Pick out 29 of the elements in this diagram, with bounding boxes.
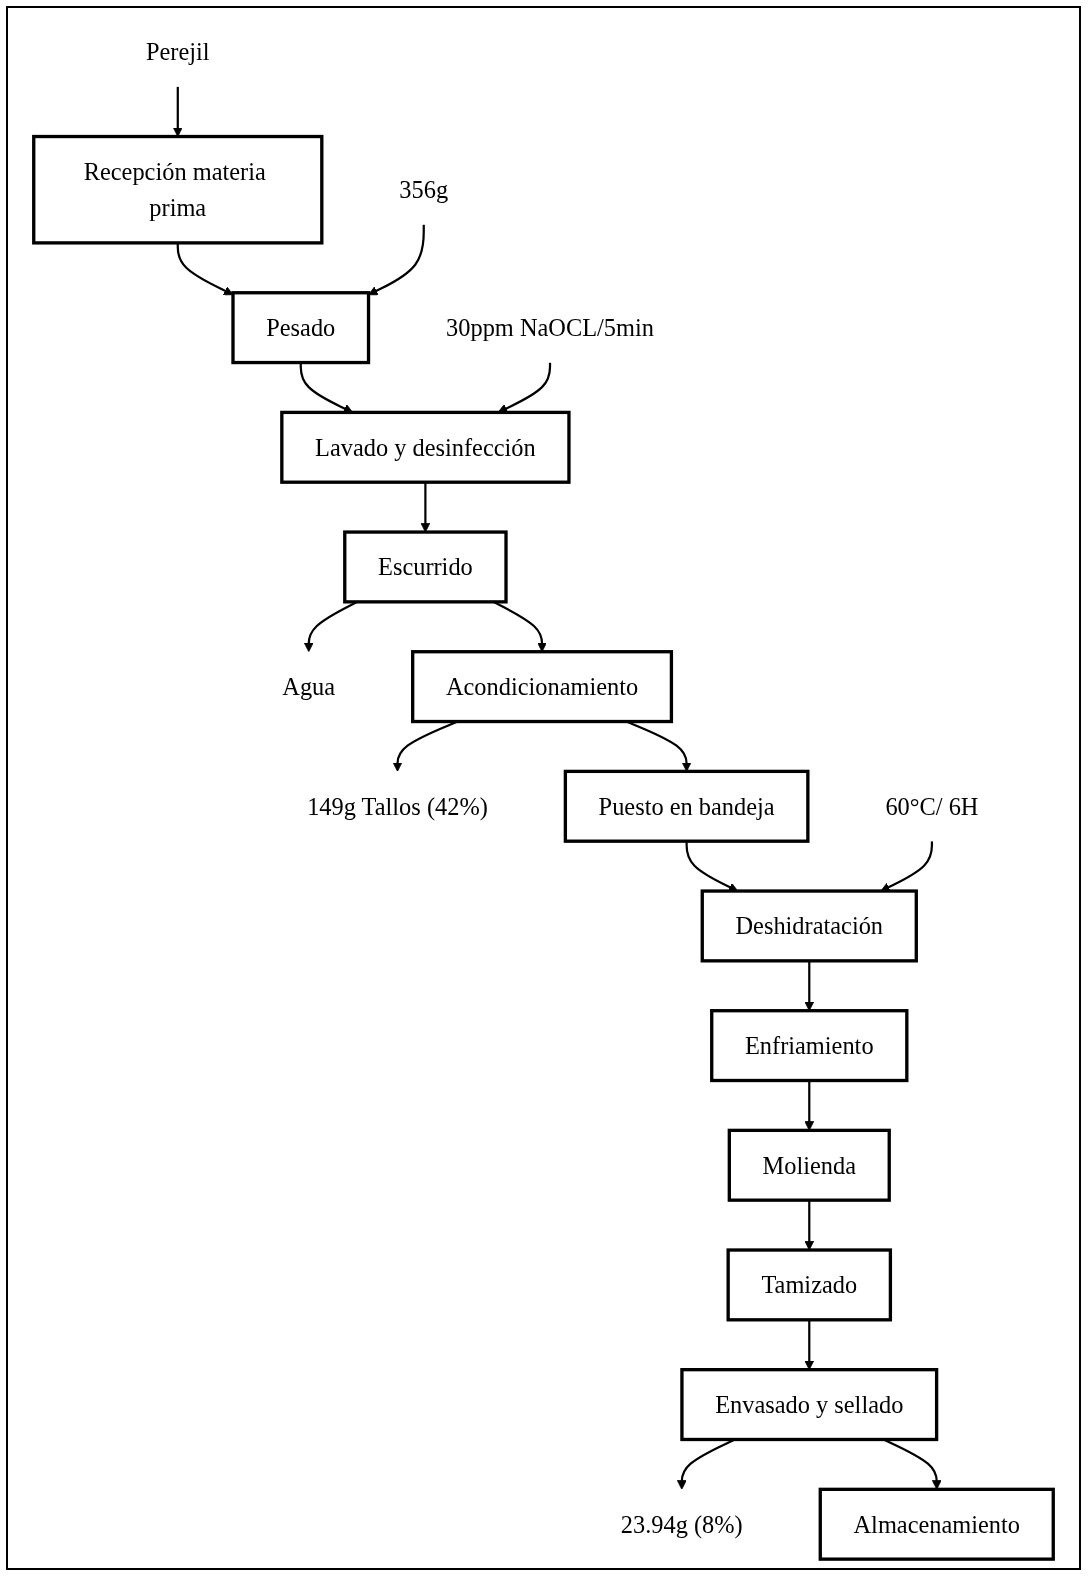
- node-box: Escurrido: [343, 530, 508, 604]
- node-text: Perejil: [145, 37, 210, 66]
- node-box: Almacenamiento: [818, 1487, 1055, 1561]
- node-box: Pesado: [231, 291, 371, 365]
- arrow: [685, 841, 739, 892]
- node-box: Enfriamiento: [710, 1009, 909, 1083]
- node-text: 23.94g (8%): [620, 1510, 743, 1539]
- arrow: [176, 242, 234, 296]
- arrow: [420, 482, 431, 533]
- arrow: [299, 362, 354, 413]
- node-box: Puesto en bandeja: [563, 769, 810, 843]
- arrow: [368, 224, 425, 296]
- node-box: Tamizado: [726, 1248, 893, 1322]
- arrow: [880, 841, 934, 892]
- node-text: 60°C/ 6H: [885, 792, 979, 821]
- node-text: 30ppm NaOCL/5min: [446, 313, 654, 342]
- node-box: Lavado y desinfección: [280, 410, 571, 484]
- arrow: [804, 1080, 815, 1131]
- node-box: Molienda: [727, 1128, 891, 1202]
- arrow: [172, 86, 183, 137]
- node-box: Recepción materia prima: [32, 134, 324, 245]
- node-text: 356g: [399, 175, 449, 204]
- arrow: [804, 1200, 815, 1251]
- node-box: Acondicionamiento: [411, 650, 674, 724]
- node-box: Deshidratación: [700, 889, 918, 963]
- node-text: Agua: [282, 672, 336, 701]
- arrow: [497, 362, 552, 413]
- node-text: 149g Tallos (42%): [307, 792, 488, 821]
- node-box: Envasado y sellado: [680, 1368, 939, 1442]
